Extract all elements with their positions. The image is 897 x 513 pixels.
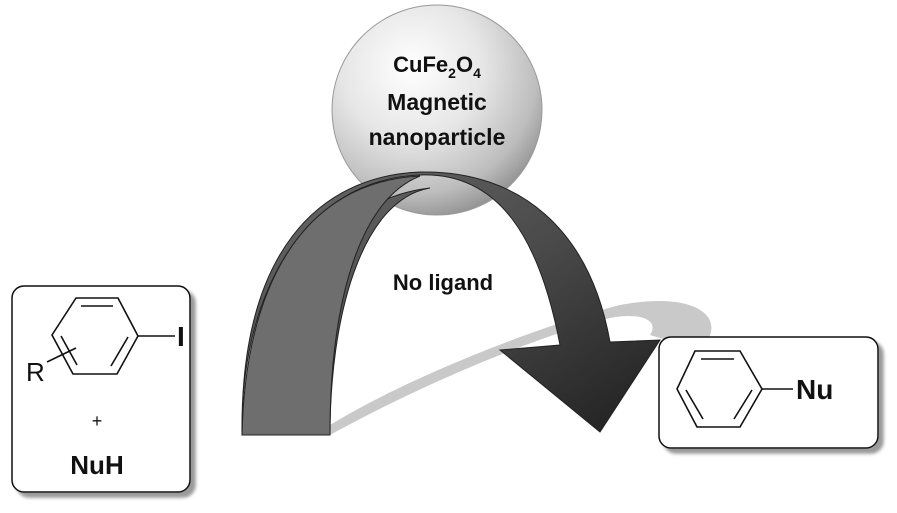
reactants-box: I R + NuH xyxy=(11,285,191,493)
arrow-shadow xyxy=(330,301,712,435)
substituent-label: R xyxy=(26,357,45,387)
condition-label: No ligand xyxy=(393,270,493,295)
nucleophile-group-label: Nu xyxy=(796,374,833,405)
nucleophile-label: NuH xyxy=(70,450,123,480)
arrow-left-leg xyxy=(241,175,421,436)
plus-sign: + xyxy=(92,411,103,431)
catalyst-formula: CuFe2O4 xyxy=(393,52,481,81)
catalyst-nanoparticle: CuFe2O4 Magnetic nanoparticle xyxy=(331,4,543,216)
catalyst-label-magnetic: Magnetic xyxy=(387,89,487,115)
product-ring xyxy=(676,350,793,428)
catalyst-label-nanoparticle: nanoparticle xyxy=(369,124,506,150)
product-box: Nu xyxy=(658,336,879,449)
iodo-label: I xyxy=(177,321,185,352)
iodoarene-ring xyxy=(46,297,175,375)
